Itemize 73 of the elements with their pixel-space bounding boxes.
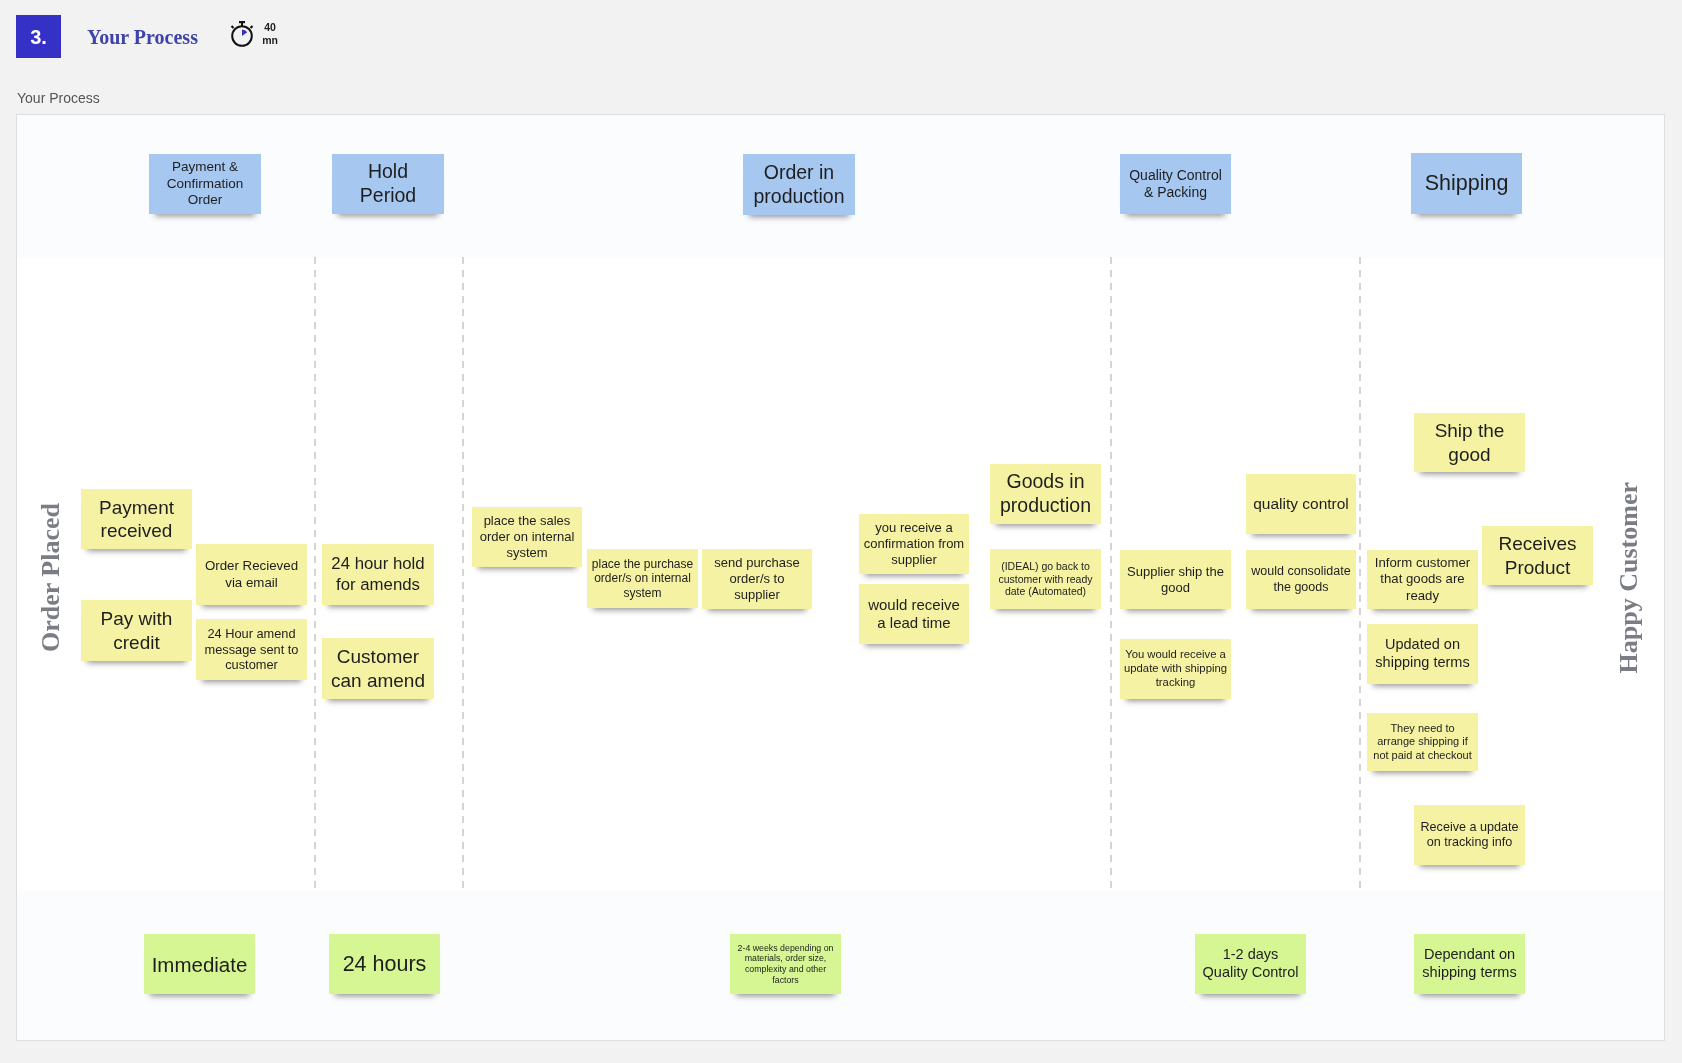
- note-text: They need to arrange shipping if not paid at checkout: [1372, 721, 1473, 763]
- note-text: Dependant on shipping terms: [1421, 946, 1518, 982]
- sticky-note: [1367, 713, 1478, 771]
- sticky-note: [1482, 526, 1593, 585]
- note-text: Ship the good: [1433, 419, 1506, 466]
- note-text: Order Recieved via email: [203, 558, 300, 591]
- sticky-note: [149, 154, 261, 214]
- sticky-note: [81, 600, 192, 661]
- note-text: Hold Period: [358, 160, 418, 208]
- stage-label: Order Placed: [37, 503, 65, 652]
- note-text: you receive a confirmation from supplier: [863, 520, 965, 568]
- duration-label: 40 mn: [261, 21, 279, 47]
- sticky-note: [1414, 805, 1525, 865]
- sticky-note: [1414, 934, 1525, 994]
- note-text: place the sales order on internal system: [478, 513, 576, 561]
- sticky-note: [329, 934, 440, 994]
- note-text: Receive a update on tracking info: [1419, 819, 1520, 851]
- sticky-note: [1120, 154, 1231, 214]
- note-text: Updated on shipping terms: [1374, 636, 1471, 672]
- sticky-note: [322, 638, 434, 699]
- note-text: would consolidate the goods: [1250, 564, 1352, 595]
- note-text: place the purchase order/s on internal system: [591, 556, 694, 601]
- sticky-note: [196, 619, 307, 680]
- sticky-note: [730, 934, 841, 994]
- sticky-note: [196, 544, 307, 605]
- step-tile: [16, 15, 61, 58]
- note-text: Payment & Confirmation Order: [165, 159, 245, 209]
- note-text: Goods in production: [998, 470, 1093, 518]
- sticky-note: [1195, 934, 1306, 994]
- sticky-note: [743, 154, 855, 215]
- sticky-note: [1367, 624, 1478, 684]
- sticky-note: [1414, 413, 1525, 472]
- note-text: Supplier ship the good: [1126, 563, 1225, 596]
- note-text: Payment received: [98, 495, 175, 543]
- sticky-note: [702, 549, 812, 609]
- sticky-note: [990, 464, 1101, 524]
- note-text: 24 hour hold for amends: [330, 554, 426, 595]
- note-text: Pay with credit: [99, 607, 174, 654]
- sticky-note: [1246, 550, 1356, 609]
- note-text: Customer can amend: [330, 645, 426, 692]
- sticky-note: [1367, 550, 1478, 609]
- sticky-note: [1120, 550, 1231, 609]
- sticky-note: [322, 544, 434, 605]
- note-text: quality control: [1253, 494, 1349, 514]
- sticky-note: [1411, 153, 1522, 214]
- note-text: Shipping: [1424, 170, 1509, 197]
- note-text: 1-2 days Quality Control: [1201, 946, 1300, 982]
- sticky-note: [1120, 639, 1231, 699]
- sticky-note: [587, 549, 698, 608]
- note-text: Immediate: [151, 951, 248, 977]
- sticky-note: [990, 549, 1101, 609]
- note-text: 24 Hour amend message sent to customer: [203, 626, 300, 673]
- note-text: Order in production: [752, 160, 846, 209]
- sticky-note: [144, 934, 255, 994]
- note-text: 24 hours: [342, 950, 427, 978]
- stage-label: Happy Customer: [1615, 481, 1643, 674]
- note-text: Quality Control & Packing: [1128, 166, 1223, 202]
- sticky-note: [1246, 474, 1356, 534]
- note-text: (IDEAL) go back to customer with ready date (Automated): [997, 559, 1094, 599]
- board-heading: Your Process: [17, 90, 100, 106]
- note-text: You would receive a update with shipping tracking: [1124, 648, 1227, 690]
- sticky-note: [332, 154, 444, 214]
- note-text: send purchase order/s to supplier: [713, 555, 801, 603]
- note-text: Inform customer that goods are ready: [1373, 555, 1472, 604]
- sticky-note: [81, 489, 192, 549]
- step-number: 3.: [30, 24, 47, 49]
- sticky-note: [472, 507, 582, 567]
- note-text: Receives Product: [1497, 532, 1578, 579]
- sticky-note: [859, 584, 969, 644]
- note-text: 2-4 weeks depending on materials, order size, complexity and other factors: [736, 942, 835, 986]
- sticky-note: [859, 514, 969, 574]
- page-title: Your Process: [87, 25, 198, 49]
- note-text: would receive a lead time: [867, 595, 961, 633]
